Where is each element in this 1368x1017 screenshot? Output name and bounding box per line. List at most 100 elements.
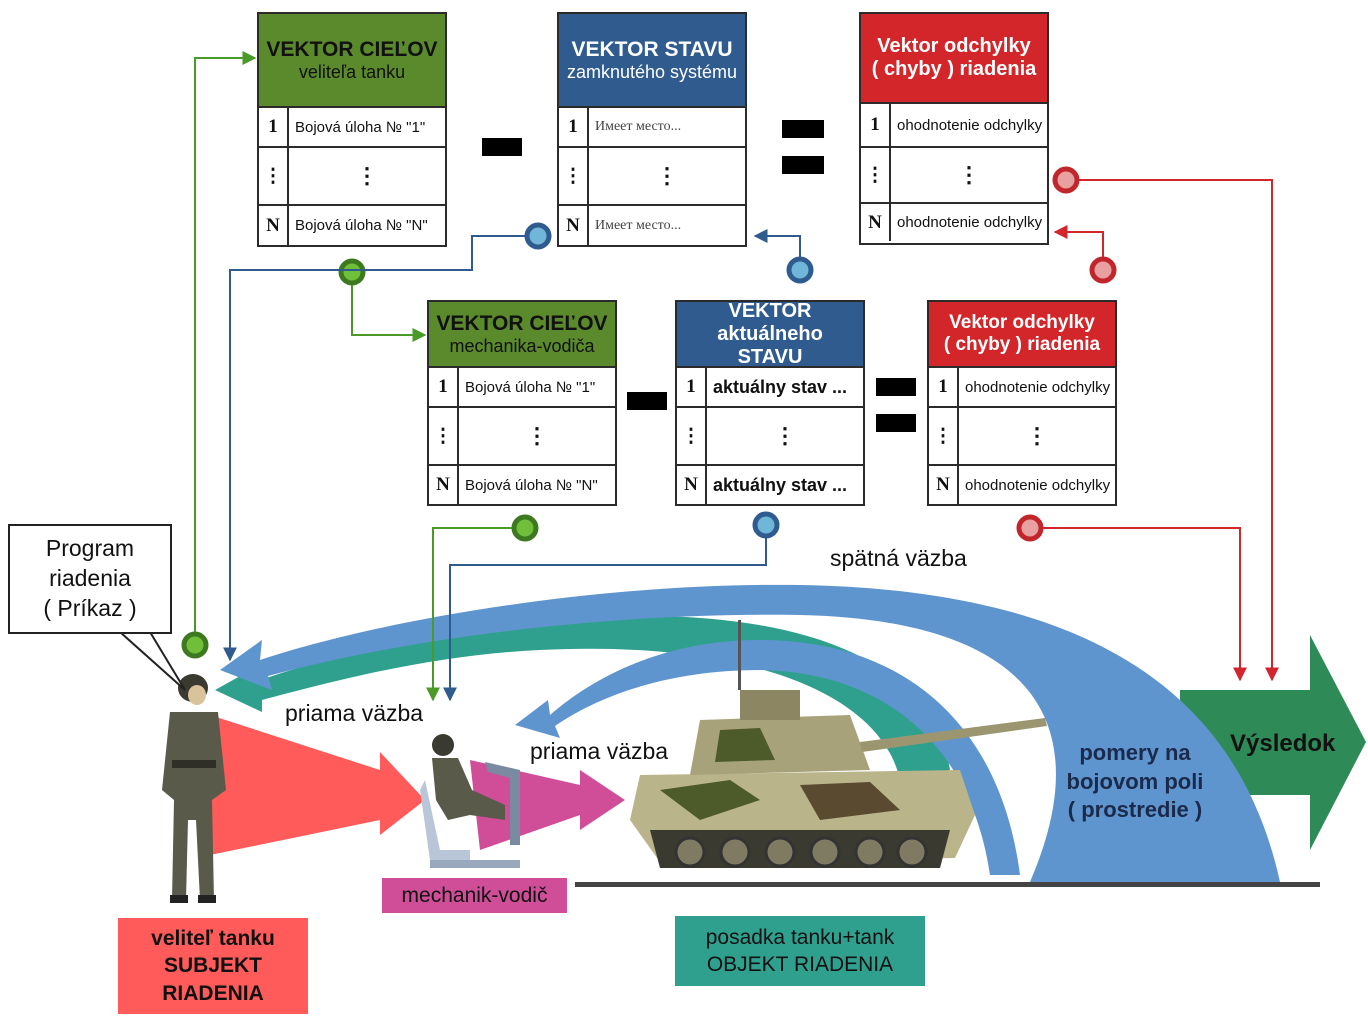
driver-figure [420,734,520,868]
commander-figure [162,674,226,903]
green-connector-top [194,51,257,640]
blue-connector-current [753,229,801,262]
driver-tag-line-1: mechanik-vodič [401,883,548,907]
row-text: aktuálny stav ... [713,474,848,495]
table-row: 1 aktuálny stav ... [677,368,863,408]
environment-line-3: ( prostredie ) [1067,797,1203,823]
direct-link-label-2: priama väzba [530,738,669,764]
blue-connector-driver [443,530,767,702]
result-label: Výsledok [1230,730,1336,757]
row-index: ⋮ [429,408,459,464]
magenta-wedge-arrow [470,760,625,850]
row-index: N [861,204,891,241]
row-index: 1 [929,368,959,406]
table-row: 1 Имеет место... [559,108,745,148]
table-row: 1 Bojová úloha № "1" [429,368,615,408]
table-row: ⋮⋮ [559,148,745,206]
direct-link-label-1: priama väzba [285,700,424,726]
red-connector-top [1066,179,1279,682]
result-arrow [1180,635,1366,850]
green-node-commander [181,631,209,659]
state-vector-current-header: VEKTOR aktuálneho STAVU [677,299,863,368]
row-index: 1 [861,104,891,146]
table-row: ⋮⋮ [259,148,445,206]
environment-line-1: pomery na [1079,740,1191,766]
box-subtitle: zamknutého systému [566,61,738,82]
row-index: ⋮ [861,148,891,202]
row-index: ⋮ [677,408,707,464]
state-vector-current: VEKTOR aktuálneho STAVU 1 aktuálny stav .… [675,300,865,506]
green-node-driver [511,514,539,542]
red-node-link [1089,256,1117,284]
green-connector-mid [351,280,427,342]
callout-line-2: riadenia [49,565,131,592]
row-index: 1 [259,108,289,146]
row-index: 1 [677,368,707,406]
row-index: N [677,466,707,504]
subject-tag-line-3: RIADENIA [162,981,264,1005]
row-index: N [429,466,459,504]
table-row: N Bojová úloha № "N" [429,466,615,504]
row-text: Bojová úloha № "N" [295,217,428,234]
tank-image [630,620,1047,868]
ground-line [575,882,1320,887]
green-node-mid [338,258,366,286]
row-text: Bojová úloha № "1" [465,378,596,396]
row-text: Bojová úloha № "N" [465,476,598,494]
feedback-arrow-commander [220,584,1280,882]
error-vector-bottom-header: Vektor odchylky ( chyby ) riadenia [929,302,1115,368]
object-tag: posadka tanku+tank OBJEKT RIADENIA [675,916,925,986]
subject-tag: veliteľ tanku SUBJEKT RIADENIA [118,918,308,1014]
minus-operator-top [482,138,522,156]
table-row: ⋮⋮ [677,408,863,466]
goal-vector-driver-header: VEKTOR CIEĽOV mechanika-vodiča [429,302,615,368]
row-text: Имеет место... [595,217,682,233]
error-vector-bottom: Vektor odchylky ( chyby ) riadenia 1 ohod… [927,300,1117,506]
box-subtitle: ( chyby ) riadenia [943,334,1101,355]
red-node-bottom [1016,514,1044,542]
box-title: VEKTOR CIEĽOV [266,37,438,61]
row-text: ohodnotenie odchylky [965,476,1111,494]
table-row: 1 ohodnotenie odchylky [929,368,1115,408]
object-tag-line-2: OBJEKT RIADENIA [706,953,894,976]
green-connector-driver [426,527,525,702]
row-text: ohodnotenie odchylky [965,378,1111,396]
row-text: aktuálny stav ... [713,376,848,397]
box-subtitle: STAVU [737,345,803,368]
row-index: N [929,466,959,504]
environment-line-2: bojovom poli [1066,768,1204,794]
blue-connector-state [223,235,538,662]
row-index: ⋮ [929,408,959,464]
row-text: ⋮ [526,423,548,448]
red-node-top [1052,166,1080,194]
equals-operator-top-2 [782,156,824,174]
object-tag-line-1: posadka tanku+tank [705,925,895,949]
driver-tag: mechanik-vodič [382,878,567,913]
program-callout: Program riadenia ( Príkaz ) [8,524,172,634]
equals-operator-mid-2 [876,414,916,432]
box-title: VEKTOR CIEĽOV [436,311,608,335]
box-title: VEKTOR aktuálneho [717,299,823,345]
red-connector-link [1053,225,1104,262]
row-text: Bojová úloha № "1" [295,118,426,136]
row-text: ⋮ [356,163,378,188]
row-index: 1 [429,368,459,406]
row-index: ⋮ [259,148,289,204]
row-index: 1 [559,108,589,146]
feedback-label: spätná väzba [830,545,967,571]
row-text: Имеет место... [595,119,682,134]
blue-node-current-bottom [752,511,780,539]
subject-tag-line-2: SUBJEKT [163,954,263,978]
row-index: ⋮ [559,148,589,204]
box-title: Vektor odchylky [877,35,1031,57]
error-vector-top-header: Vektor odchylky ( chyby ) riadenia [861,14,1047,104]
